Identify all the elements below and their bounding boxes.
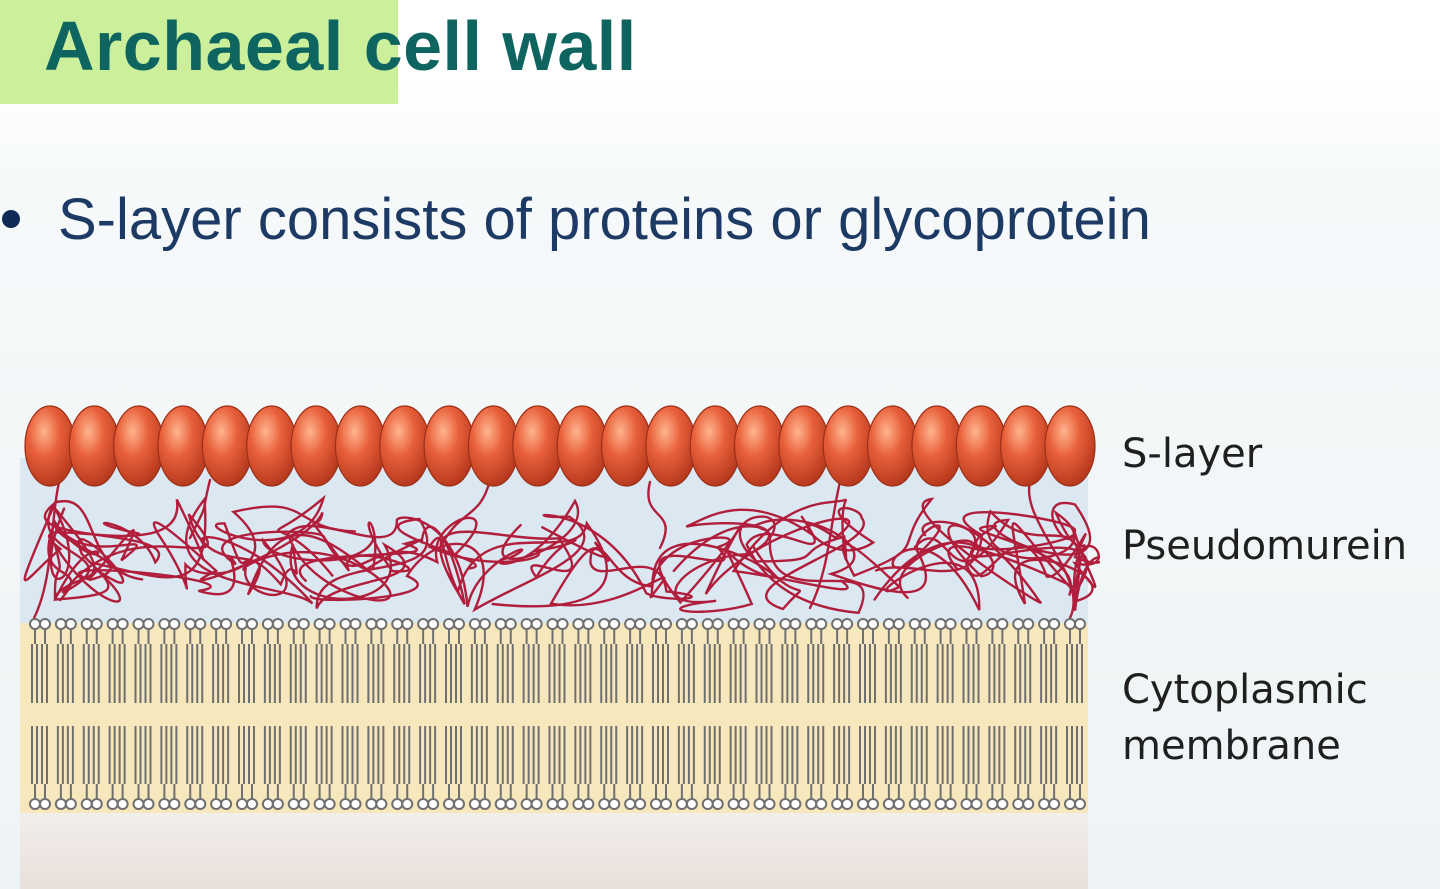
pseudomurein-strand [841, 497, 1042, 611]
s-layer-protein-subunit [467, 405, 520, 487]
s-layer-proteins [24, 405, 1096, 487]
lipid-pair [675, 618, 698, 810]
label-s-layer: S-layer [1122, 431, 1263, 477]
lipid-pair [494, 618, 517, 810]
pseudomurein-fibers [23, 476, 1100, 620]
lipid-pair [1012, 618, 1035, 810]
s-layer-protein-subunit [645, 405, 697, 487]
s-layer-protein-subunit [822, 405, 874, 487]
s-layer-protein-subunit [24, 405, 76, 487]
bullet-dot-icon [2, 210, 20, 228]
lipid-pair [986, 618, 1009, 810]
lipid-pair [365, 618, 388, 810]
lipid-pair [313, 618, 336, 810]
s-layer-protein-subunit [157, 405, 209, 487]
s-layer-protein-subunit [1000, 405, 1052, 487]
pseudomurein-strand [215, 494, 478, 610]
lipid-pair [624, 618, 647, 810]
pseudomurein-tether [188, 478, 212, 540]
lipid-pair [908, 618, 931, 810]
pseudomurein-strand [650, 506, 876, 611]
pseudomurein-strand [23, 496, 314, 605]
lipid-pair [598, 618, 621, 810]
s-layer-protein-subunit [867, 405, 919, 487]
pseudomurein-strand [49, 507, 125, 603]
lipid-pair [443, 618, 465, 810]
label-pseudomurein: Pseudomurein [1122, 523, 1408, 569]
s-layer-protein-subunit [201, 405, 253, 487]
pseudomurein-strand [152, 505, 411, 590]
lipid-pair [339, 618, 362, 810]
lipid-pair [520, 618, 543, 810]
s-layer-protein-subunit [68, 405, 120, 487]
s-layer-protein-subunit [556, 405, 608, 487]
s-layer-protein-subunit [1044, 405, 1096, 487]
lipid-pair [54, 618, 77, 810]
lipid-pair [80, 618, 103, 810]
lipid-pair [857, 618, 879, 810]
cell-wall-illustration [20, 405, 1100, 889]
pseudomurein-strand [309, 513, 693, 613]
lipid-pair [546, 618, 569, 810]
lipid-pair [779, 618, 802, 810]
label-membrane-line1: Cytoplasmic [1122, 667, 1368, 713]
lipid-pair [960, 618, 983, 810]
s-layer-protein-subunit [955, 405, 1007, 487]
lipid-pair [261, 618, 284, 810]
s-layer-protein-subunit [512, 405, 564, 487]
bottom-fade [20, 813, 1088, 889]
lipid-pair [106, 618, 129, 810]
pseudomurein-strand [898, 524, 1100, 611]
lipid-pair [934, 618, 957, 810]
title-highlighted-word: Archaeal [44, 7, 344, 85]
s-layer-protein-subunit [423, 405, 475, 487]
s-layer-protein-subunit [246, 405, 298, 487]
lipid-pair [572, 618, 595, 810]
pseudomurein-tether [1027, 480, 1075, 620]
lipid-pair [1038, 618, 1061, 810]
bullet-item: S-layer consists of proteins or glycopro… [0, 186, 1300, 266]
lipid-pair [753, 618, 776, 810]
lipid-pair [287, 618, 310, 810]
lipid-bilayer [29, 618, 1086, 810]
s-layer-protein-subunit [600, 405, 653, 487]
title-highlight [0, 0, 398, 104]
s-layer-protein-subunit [379, 405, 431, 487]
lipid-pair [1064, 618, 1086, 810]
lipid-pair [417, 618, 440, 810]
s-layer-protein-subunit [113, 405, 165, 487]
s-layer-protein-subunit [689, 405, 741, 487]
lipid-pair [468, 618, 491, 810]
lipid-pair [236, 618, 258, 810]
lipid-pair [391, 618, 414, 810]
pseudomurein-tether [808, 480, 842, 610]
s-layer-protein-subunit [733, 405, 786, 487]
s-layer-protein-subunit [290, 405, 342, 487]
s-layer-protein-subunit [778, 405, 830, 487]
s-layer-protein-subunit [334, 405, 387, 487]
lipid-pair [210, 618, 233, 810]
lipid-pair [158, 618, 181, 810]
bullet-text: S-layer consists of proteins or glycopro… [58, 187, 1151, 252]
lipid-pair [805, 618, 828, 810]
label-membrane-line2: membrane [1122, 723, 1341, 769]
lipid-pair [727, 618, 750, 810]
lipid-pair [882, 618, 905, 810]
lipid-pair [29, 618, 51, 810]
pseudomurein-tether [647, 480, 667, 550]
title-rest: cell wall [363, 7, 637, 85]
s-layer-protein-subunit [911, 405, 963, 487]
pseudomurein-tether [32, 476, 62, 620]
lipid-pair [701, 618, 724, 810]
lipid-pair [650, 618, 672, 810]
pseudomurein-tether [438, 478, 492, 550]
pseudomurein-strand [731, 498, 865, 615]
lipid-pair [184, 618, 207, 810]
pseudomurein-strand [549, 508, 815, 613]
slide-title: Archaeal cell wall [44, 6, 637, 86]
cell-wall-diagram [20, 398, 1100, 889]
lipid-pair [831, 618, 854, 810]
pseudomurein-strand [672, 501, 1092, 594]
lipid-pair [132, 618, 155, 810]
